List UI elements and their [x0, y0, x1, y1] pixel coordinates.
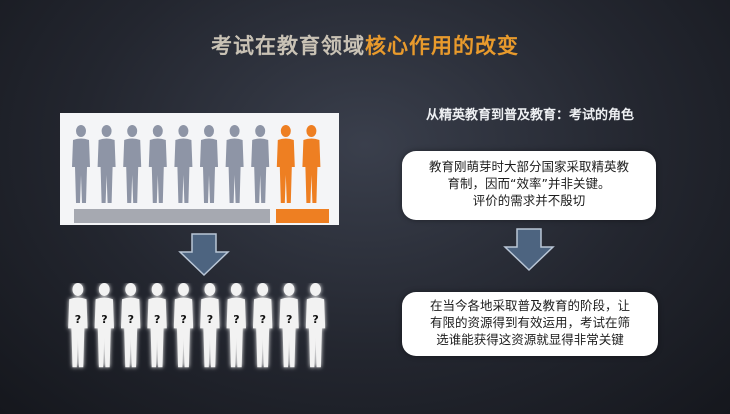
unknown-person-figure [305, 283, 326, 368]
person-figure [251, 125, 270, 203]
elite-person-figure [276, 125, 295, 203]
question-mark: ? [312, 313, 318, 326]
elite-bar [276, 209, 329, 223]
person-figure [148, 125, 167, 203]
unknown-person-figure [200, 283, 220, 368]
down-arrow-icon [503, 228, 555, 272]
elite-person-figure [302, 125, 321, 203]
note-line: 有限的资源得到有效运用，考试在筛 [429, 315, 630, 330]
question-mark: ? [75, 313, 81, 326]
unknown-person-figure [226, 283, 246, 368]
title-part-2-highlight: 核心作用的改变 [365, 34, 519, 58]
people-row [72, 125, 321, 203]
section-subtitle: 从精英教育到普及教育：考试的角色 [425, 108, 634, 123]
down-arrow-icon [178, 233, 230, 277]
unknown-person-figure [147, 283, 167, 368]
title-part-1: 考试在教育领域 [211, 34, 365, 58]
question-mark: ? [180, 313, 186, 326]
person-figure [123, 125, 142, 203]
unknown-person-figure [120, 283, 141, 368]
question-mark: ? [154, 313, 160, 326]
unknown-person-figure [94, 283, 114, 368]
unknown-person-figure [252, 283, 273, 368]
person-figure [225, 125, 244, 203]
note-line: 选谁能获得这资源就显得非常关键 [436, 332, 624, 347]
question-mark: ? [233, 313, 239, 326]
elite-education-illustration [60, 113, 339, 225]
slide-title: 考试在教育领域核心作用的改变 [0, 30, 730, 60]
elite-education-note: 教育刚萌芽时大部分国家采取精英教 育制，因而“效率”并非关键。 评价的需求并不殷… [402, 151, 656, 220]
majority-bar [74, 209, 270, 223]
unknown-people-row: ?????????? [68, 283, 326, 368]
note-line: 教育刚萌芽时大部分国家采取精英教 [428, 159, 629, 174]
note-line: 育制，因而“效率”并非关键。 [447, 176, 611, 191]
person-figure [200, 125, 218, 203]
question-mark: ? [286, 313, 292, 326]
person-figure [97, 125, 116, 203]
person-figure [72, 125, 90, 203]
question-mark: ? [260, 313, 266, 326]
person-figure [174, 125, 193, 203]
unknown-person-figure [68, 283, 88, 368]
mass-education-note: 在当今各地采取普及教育的阶段，让 有限的资源得到有效运用，考试在筛 选谁能获得这… [402, 292, 658, 356]
note-line: 评价的需求并不殷切 [472, 193, 586, 208]
note-line: 在当今各地采取普及教育的阶段，让 [429, 298, 630, 313]
unknown-person-figure [279, 283, 299, 368]
question-mark: ? [207, 313, 213, 326]
question-mark: ? [101, 313, 107, 326]
question-mark: ? [128, 313, 134, 326]
unknown-person-figure [173, 283, 194, 368]
